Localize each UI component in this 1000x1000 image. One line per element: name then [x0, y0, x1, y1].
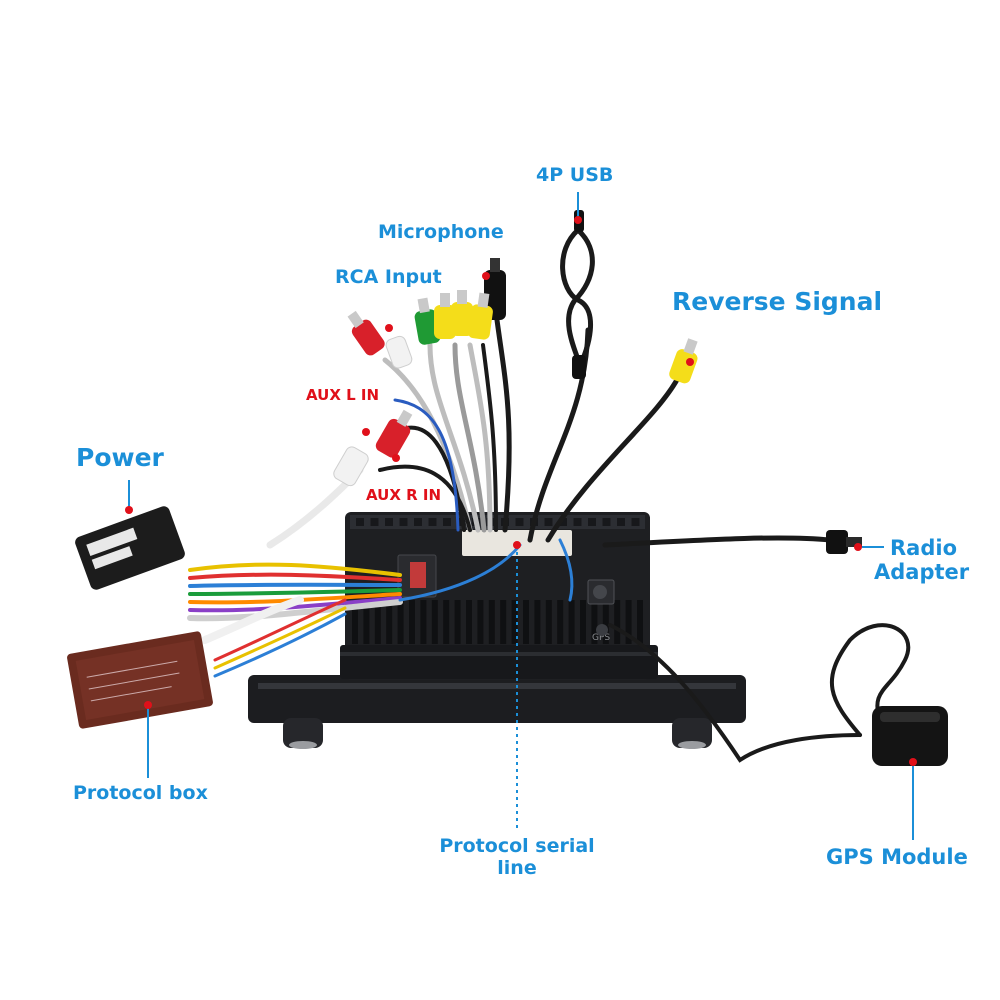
heatsink-fin — [637, 600, 643, 644]
heatsink-fin — [374, 600, 381, 644]
heatsink-fin — [625, 600, 632, 644]
heatsink-fin — [568, 600, 575, 644]
rca-plug-icon — [347, 290, 493, 369]
heatsink-fin — [614, 600, 621, 644]
rca-marker — [385, 324, 393, 332]
radio-adapter-plug-icon — [826, 530, 862, 554]
heatsink-fin — [591, 600, 598, 644]
reverse-marker — [686, 358, 694, 366]
heatsink-fin — [409, 600, 415, 644]
top-rib — [631, 518, 640, 526]
label-protocol-box: Protocol box — [73, 782, 208, 804]
heatsink-fin — [477, 600, 484, 644]
label-protocol-serial-line2: line — [497, 857, 537, 879]
top-rib — [399, 518, 408, 526]
head-unit-bezel — [248, 675, 746, 723]
heatsink-fin — [386, 600, 393, 644]
connectors — [67, 210, 948, 766]
label-microphone: Microphone — [378, 221, 504, 243]
protocol-box-marker — [144, 701, 152, 709]
heatsink-fin — [420, 600, 427, 644]
head-unit: GPS — [248, 512, 746, 749]
gps-marker — [909, 758, 917, 766]
power-harness-icon — [75, 506, 185, 590]
top-rib — [515, 518, 524, 526]
reverse-signal-plug-icon — [669, 338, 698, 384]
heatsink-fin — [454, 600, 461, 644]
top-rib — [559, 518, 567, 526]
microphone-marker — [482, 272, 490, 280]
gps-antenna-icon — [872, 706, 948, 766]
aux-l-marker — [362, 428, 370, 436]
antenna-jack — [593, 585, 607, 599]
label-power: Power — [76, 443, 164, 472]
heatsink-fin — [443, 600, 450, 644]
label-radio-adapter-line1: Radio — [890, 536, 957, 560]
top-rib — [573, 518, 582, 526]
power-marker — [125, 506, 133, 514]
heatsink-fin — [523, 600, 529, 644]
usb-marker — [574, 216, 582, 224]
label-radio-adapter-line2: Adapter — [874, 560, 970, 584]
heatsink-fin — [545, 600, 552, 644]
top-rib — [414, 518, 422, 526]
top-rib — [602, 518, 611, 526]
top-rib — [617, 518, 625, 526]
head-unit-foot-left — [283, 718, 323, 748]
cables — [187, 227, 911, 763]
label-aux-r-in: AUX R IN — [366, 486, 442, 504]
heatsink-fin — [488, 600, 495, 644]
aux-r-marker — [392, 454, 400, 462]
top-rib — [356, 518, 364, 526]
heatsink-fin — [352, 600, 358, 644]
head-unit-foot-right — [672, 718, 712, 748]
label-rca-input: RCA Input — [335, 266, 442, 288]
heatsink-fin — [466, 600, 472, 644]
heatsink-fin — [363, 600, 370, 644]
heatsink-fin — [511, 600, 518, 644]
protocol-box-icon — [67, 631, 213, 729]
heatsink-fin — [602, 600, 609, 644]
serial-marker — [513, 541, 521, 549]
heatsink-fin — [534, 600, 541, 644]
heatsink-fin — [397, 600, 404, 644]
heatsink-fin — [557, 600, 564, 644]
top-rib — [443, 518, 451, 526]
leader-lines — [128, 192, 914, 840]
heatsink-fin — [431, 600, 438, 644]
top-rib — [588, 518, 596, 526]
top-rib — [544, 518, 553, 526]
label-aux-l-in: AUX L IN — [306, 386, 380, 404]
label-reverse-signal: Reverse Signal — [672, 287, 883, 316]
label-protocol-serial-line1: Protocol serial — [439, 835, 595, 857]
aux-plug-icon — [333, 409, 413, 487]
top-rib — [385, 518, 393, 526]
top-rib — [428, 518, 437, 526]
label-gps-module: GPS Module — [826, 845, 968, 869]
heatsink-fin — [580, 600, 586, 644]
top-rib — [370, 518, 379, 526]
heatsink-fin — [500, 600, 507, 644]
marker-dots — [125, 216, 917, 766]
svg-text:GPS: GPS — [592, 633, 610, 643]
label-4p-usb: 4P USB — [536, 164, 614, 186]
radio-marker — [854, 543, 862, 551]
